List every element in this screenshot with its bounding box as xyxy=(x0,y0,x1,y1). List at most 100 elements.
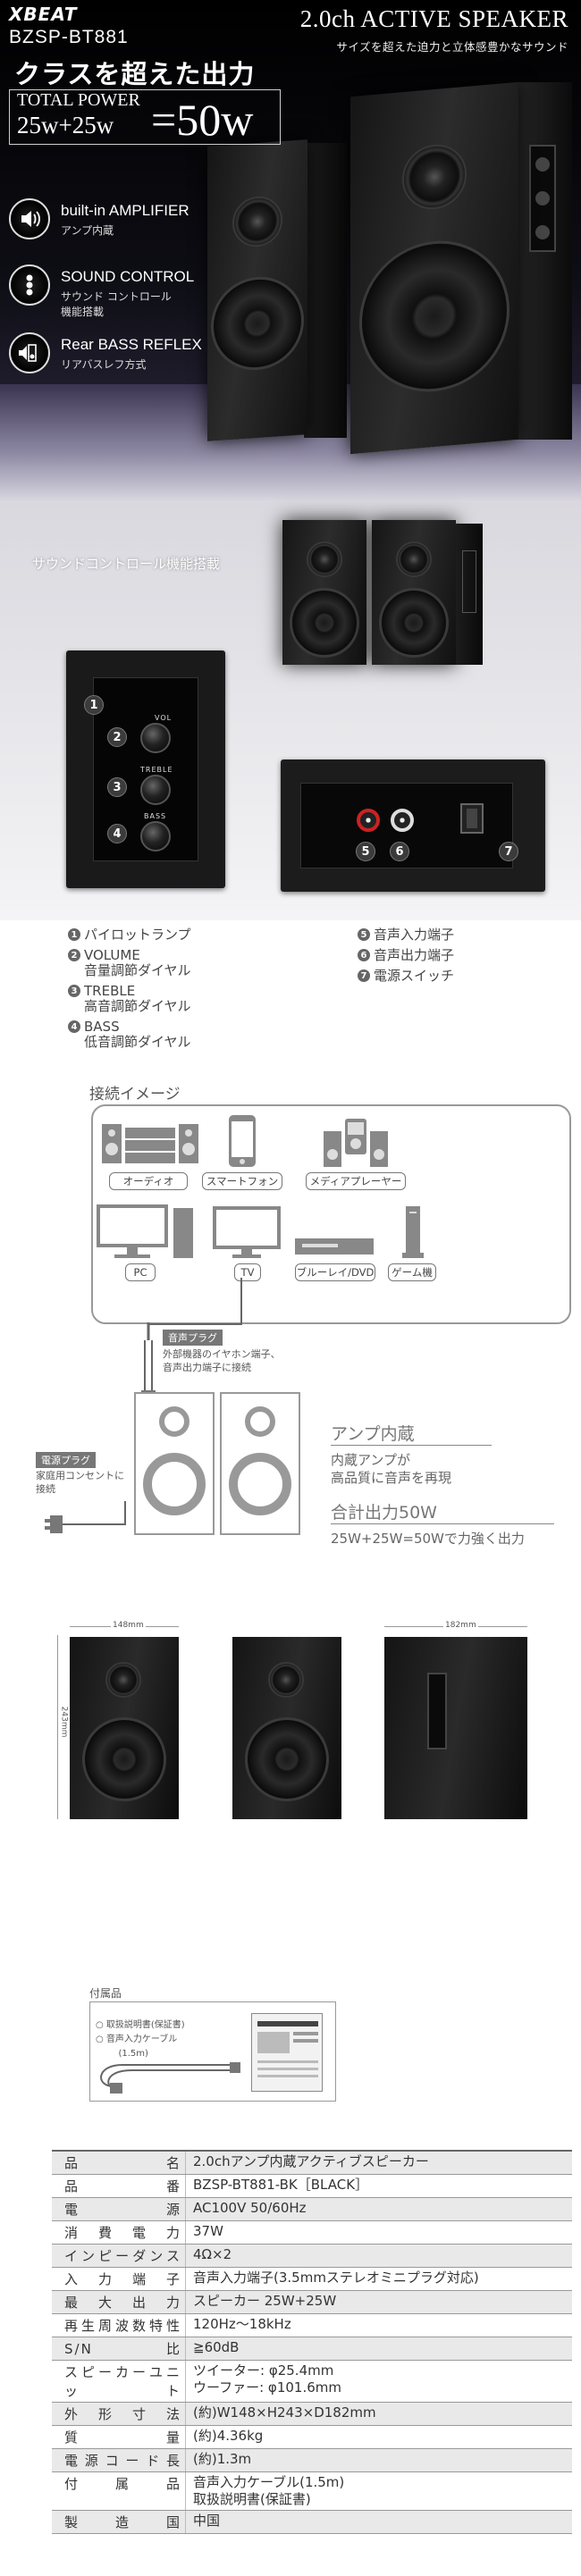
front-tweeter xyxy=(402,141,467,213)
spec-value-line: 音声入力ケーブル(1.5m) xyxy=(193,2474,345,2490)
rca-output-jack xyxy=(391,809,414,832)
spec-value: 2.0chアンプ内蔵アクティブスピーカー xyxy=(186,2152,572,2174)
sound-control-title: サウンドコントロール機能搭載 xyxy=(32,556,221,572)
connection-diagram: オーディオ スマートフォン メディアプレーヤー PC TV ブルーレイ/DVD … xyxy=(91,1104,571,1324)
photo-speaker-side xyxy=(456,524,483,665)
power-plug-tag: 電源プラグ xyxy=(36,1452,96,1468)
accessories-title: 付属品 xyxy=(89,1987,122,2000)
back-speaker-side xyxy=(304,143,347,438)
width-dimension: 148mm xyxy=(111,1621,146,1630)
audio-plug-note: 外部機器のイヤホン端子、音声出力端子に接続 xyxy=(163,1348,281,1373)
media-player-icon xyxy=(324,1119,388,1167)
dim-tweeter xyxy=(268,1662,304,1698)
spec-row: 品名 2.0chアンプ内蔵アクティブスピーカー xyxy=(52,2152,572,2175)
headline: クラスを超えた出力 xyxy=(14,59,256,89)
spec-value-line: 37W xyxy=(193,2223,223,2239)
front-woofer xyxy=(359,234,509,399)
hero-subtitle: サイズを超えた迫力と立体感豊かなサウンド xyxy=(336,40,568,54)
spec-key: 品名 xyxy=(52,2152,186,2174)
dim-woofer xyxy=(82,1717,166,1801)
spec-value-line: スピーカー 25W+25W xyxy=(193,2293,337,2309)
feature-title: Rear BASS REFLEX xyxy=(61,336,202,353)
feature-title: SOUND CONTROL xyxy=(61,268,195,285)
amp-total-desc: 25W+25W=50Wで力強く出力 xyxy=(331,1531,525,1547)
feature-desc: サウンド コントロール機能搭載 xyxy=(61,290,172,318)
height-dimension: 243mm xyxy=(59,1704,69,1740)
spec-row: 外形寸法(約)W148×H243×D182mm xyxy=(52,2403,572,2426)
spec-row: 質量(約)4.36kg xyxy=(52,2426,572,2449)
badge-2: 2 xyxy=(107,727,127,747)
photo-woofer xyxy=(290,588,359,658)
diagram-speaker-left xyxy=(134,1392,215,1535)
spec-value-line: 2.0chアンプ内蔵アクティブスピーカー xyxy=(193,2153,429,2169)
treble-knob xyxy=(140,775,171,805)
spec-value: 音声入力ケーブル(1.5m)取扱説明書(保証書) xyxy=(186,2472,572,2510)
connection-title: 接続イメージ xyxy=(89,1086,181,1103)
spec-row: S/N比≧60dB xyxy=(52,2337,572,2361)
spec-row: 製造国中国 xyxy=(52,2511,572,2534)
spec-key: 製造国 xyxy=(52,2511,186,2533)
spec-table: 品名 2.0chアンプ内蔵アクティブスピーカー品番 BZSP-BT881-BK［BL… xyxy=(52,2150,572,2534)
brand-logo: XBEAT xyxy=(9,4,78,25)
photo-tweeter xyxy=(307,541,342,577)
dim-tweeter xyxy=(105,1662,141,1698)
diagram-speaker-right xyxy=(220,1392,300,1535)
spec-value: (約)4.36kg xyxy=(186,2426,572,2448)
spec-row: 入力端子音声入力端子(3.5mmステレオミニプラグ対応) xyxy=(52,2268,572,2291)
power-switch xyxy=(460,803,484,834)
spec-key: 最大出力 xyxy=(52,2291,186,2313)
rca-input-jack xyxy=(357,809,380,832)
spec-key: 品番 xyxy=(52,2175,186,2197)
control-panel-photo: VOL TREBLE BASS 1 2 3 4 xyxy=(66,650,225,888)
dim-speaker-front-1 xyxy=(70,1637,179,1819)
spec-value-line: 取扱説明書(保証書) xyxy=(193,2491,311,2507)
spec-value: (約)W148×H243×D182mm xyxy=(186,2403,572,2425)
spec-value-line: BZSP-BT881-BK［BLACK］ xyxy=(193,2177,369,2193)
amp-total-title: 合計出力50W xyxy=(331,1503,437,1523)
back-woofer xyxy=(211,273,304,373)
spec-value: BZSP-BT881-BK［BLACK］ xyxy=(186,2175,572,2197)
spec-row: 最大出力スピーカー 25W+25W xyxy=(52,2291,572,2314)
spec-value-line: AC100V 50/60Hz xyxy=(193,2200,307,2216)
dim-side-panel xyxy=(427,1673,447,1749)
spec-value-line: 音声入力端子(3.5mmステレオミニプラグ対応) xyxy=(193,2270,479,2286)
dim-speaker-side xyxy=(384,1637,527,1819)
spec-key: 電源 xyxy=(52,2198,186,2220)
amp-total-underline xyxy=(331,1523,554,1524)
device-label-bluray: ブルーレイ/DVD xyxy=(295,1263,375,1281)
power-plug-note: 家庭用コンセントに接続 xyxy=(36,1470,124,1495)
spec-value-line: 中国 xyxy=(193,2513,221,2529)
spec-value: 音声入力端子(3.5mmステレオミニプラグ対応) xyxy=(186,2268,572,2290)
game-console-icon xyxy=(402,1206,424,1258)
spec-value: スピーカー 25W+25W xyxy=(186,2291,572,2313)
amp-title: アンプ内蔵 xyxy=(331,1424,415,1444)
badge-6: 6 xyxy=(390,842,409,861)
device-label-tv: TV xyxy=(234,1263,261,1281)
spec-value-line: (約)1.3m xyxy=(193,2451,252,2467)
audio-plug-tag: 音声プラグ xyxy=(163,1330,223,1346)
power-breakdown: 25w+25w xyxy=(17,112,114,138)
amp-desc: 内蔵アンプが高品質に音声を再現 xyxy=(331,1452,452,1486)
photo-tweeter xyxy=(396,541,432,577)
hero-banner: XBEAT BZSP-BT881 2.0ch ACTIVE SPEAKER サイ… xyxy=(0,0,581,500)
pc-icon xyxy=(97,1204,195,1260)
bass-knob xyxy=(140,821,171,852)
badge-3: 3 xyxy=(107,777,127,797)
back-speaker xyxy=(207,139,307,441)
spec-key: 付属品 xyxy=(52,2472,186,2510)
feature-desc: リアバスレフ方式 xyxy=(61,358,147,371)
feature-title: built-in AMPLIFIER xyxy=(61,202,189,219)
front-speaker-side xyxy=(517,82,572,440)
